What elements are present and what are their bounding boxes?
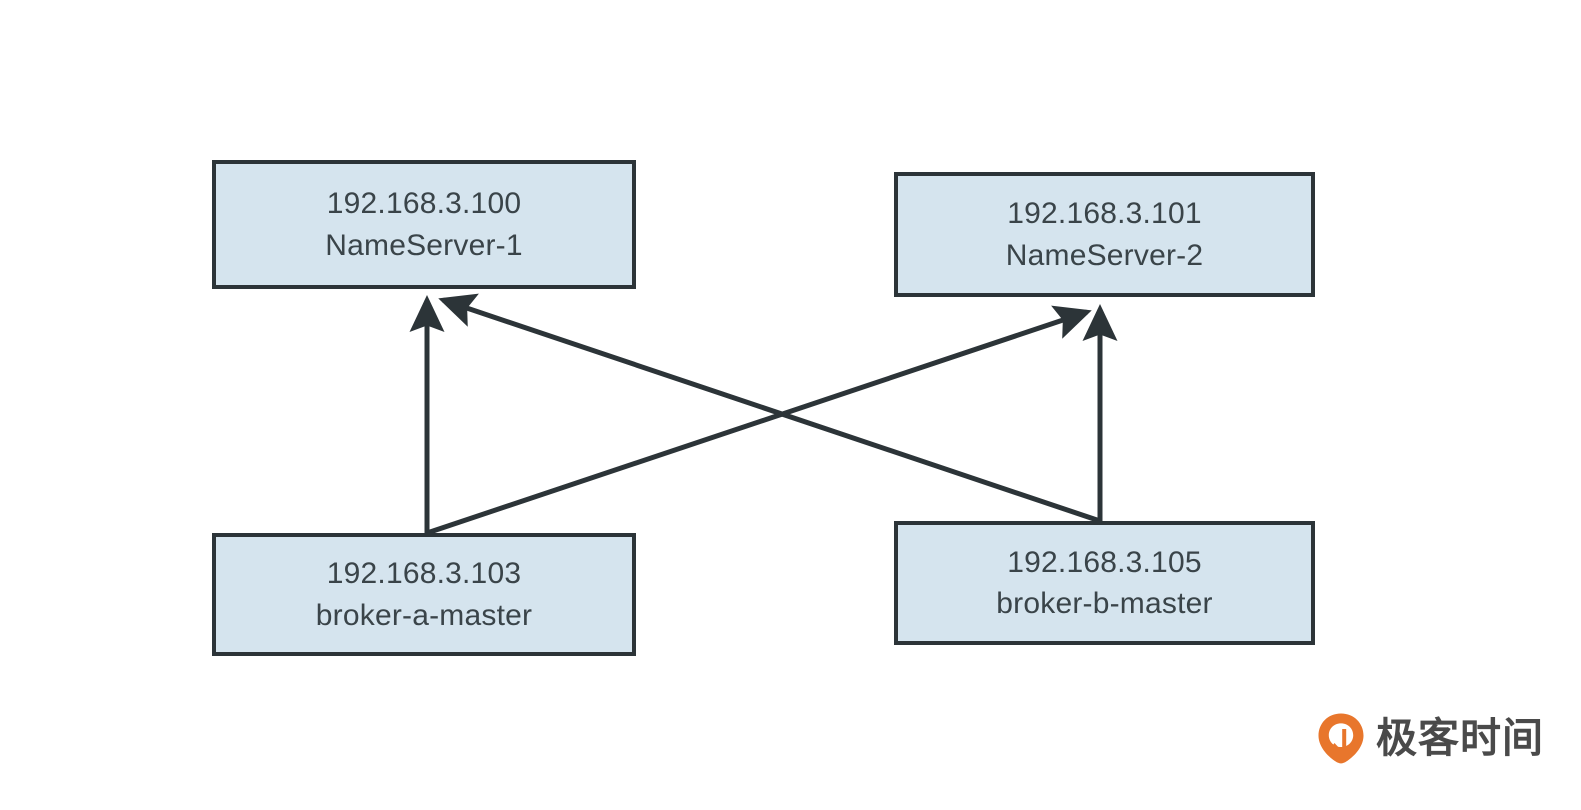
node-broker-b-master-name: broker-b-master xyxy=(996,587,1213,620)
node-nameserver-2-name: NameServer-2 xyxy=(1005,238,1204,272)
node-nameserver-1[interactable]: 192.168.3.100 NameServer-1 xyxy=(212,160,636,289)
node-broker-b-master-ip: 192.168.3.105 xyxy=(1007,545,1202,579)
watermark-text: 极客时间 xyxy=(1376,714,1544,761)
edge-broker-b-to-nameserver-1 xyxy=(438,293,1101,524)
node-broker-a-master-name: broker-a-master xyxy=(315,598,533,632)
node-broker-a-master-ip: 192.168.3.103 xyxy=(326,557,522,591)
node-broker-b-master[interactable]: 192.168.3.105 broker-b-master xyxy=(894,521,1315,645)
watermark: 极客时间 xyxy=(1316,712,1544,764)
node-nameserver-1-ip: 192.168.3.100 xyxy=(326,187,522,221)
node-nameserver-2-ip: 192.168.3.101 xyxy=(1007,197,1202,231)
node-nameserver-1-name: NameServer-1 xyxy=(325,228,523,262)
node-nameserver-2[interactable]: 192.168.3.101 NameServer-2 xyxy=(894,172,1315,297)
node-broker-a-master[interactable]: 192.168.3.103 broker-a-master xyxy=(212,533,636,656)
edge-broker-a-to-nameserver-2 xyxy=(426,305,1092,536)
geektime-logo-icon xyxy=(1318,713,1364,764)
